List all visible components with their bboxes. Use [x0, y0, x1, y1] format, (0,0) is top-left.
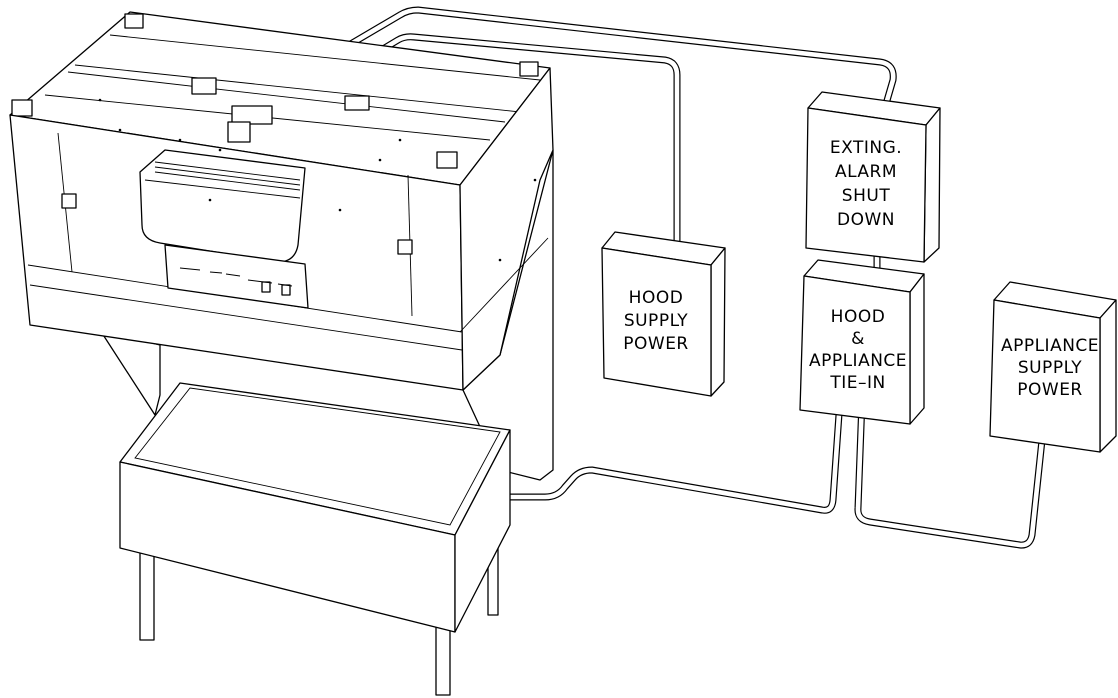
appliance-counter — [119, 382, 511, 696]
box-label-alarm-line-4: DOWN — [837, 210, 895, 230]
box-hood-appliance-tie-in: HOOD & APPLIANCE TIE–IN — [799, 259, 925, 425]
box-label-tiein-line-3: APPLIANCE — [809, 351, 907, 371]
box-label-alarm-line-3: SHUT — [842, 186, 891, 206]
box-label-alarm-line-1: EXTING. — [830, 138, 902, 158]
box-label-hood-supply-line-2: SUPPLY — [624, 311, 688, 331]
box-label-hood-supply-line-1: HOOD — [629, 288, 684, 308]
box-label-tiein-line-4: TIE–IN — [829, 373, 885, 393]
exhaust-hood — [9, 11, 554, 481]
box-hood-supply-power: HOOD SUPPLY POWER — [601, 231, 726, 397]
box-label-tiein-line-2: & — [851, 329, 865, 349]
box-label-appliance-line-3: POWER — [1017, 380, 1083, 400]
box-label-hood-supply-line-3: POWER — [623, 334, 689, 354]
box-appliance-supply-power: APPLIANCE SUPPLY POWER — [989, 281, 1117, 453]
box-label-appliance-line-1: APPLIANCE — [1001, 336, 1099, 356]
box-label-appliance-line-2: SUPPLY — [1018, 358, 1082, 378]
box-label-tiein-line-1: HOOD — [831, 307, 886, 327]
box-exting-alarm-shutdown: EXTING. ALARM SHUT DOWN — [805, 91, 941, 263]
box-label-alarm-line-2: ALARM — [835, 162, 897, 182]
